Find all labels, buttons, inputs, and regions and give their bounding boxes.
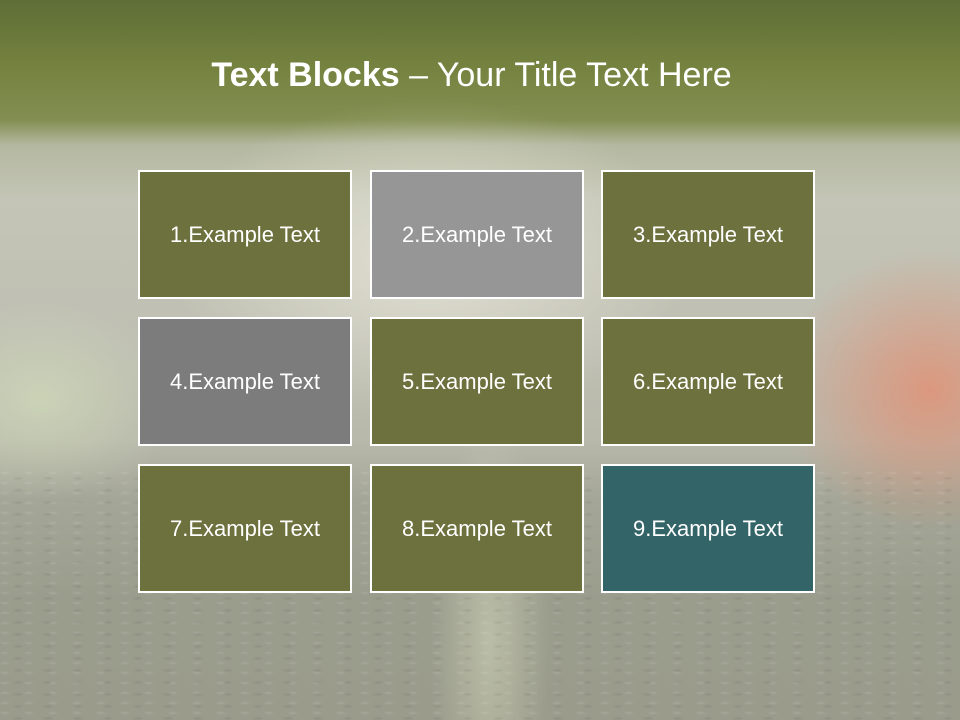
title-bold-part: Text Blocks: [211, 56, 400, 94]
text-block-6-label: 6.Example Text: [632, 368, 783, 394]
text-block-4-label: 4.Example Text: [169, 368, 320, 394]
text-block-5[interactable]: 5.Example Text: [370, 317, 584, 446]
text-block-3[interactable]: 3.Example Text: [601, 170, 815, 299]
text-block-8-label: 8.Example Text: [401, 515, 552, 541]
text-block-6[interactable]: 6.Example Text: [601, 317, 815, 446]
title-regular-part: Your Title Text Here: [436, 56, 732, 94]
text-block-1[interactable]: 1.Example Text: [138, 170, 352, 299]
text-block-2-label: 2.Example Text: [401, 221, 552, 247]
text-block-9[interactable]: 9.Example Text: [601, 464, 815, 593]
text-block-8[interactable]: 8.Example Text: [370, 464, 584, 593]
text-block-1-label: 1.Example Text: [169, 221, 320, 247]
title-separator: –: [399, 56, 437, 94]
text-block-9-label: 9.Example Text: [632, 515, 783, 541]
text-block-7[interactable]: 7.Example Text: [138, 464, 352, 593]
slide-title: Text Blocks – Your Title Text Here: [0, 52, 943, 98]
text-block-2[interactable]: 2.Example Text: [370, 170, 584, 299]
text-block-7-label: 7.Example Text: [169, 515, 320, 541]
text-block-4[interactable]: 4.Example Text: [138, 317, 352, 446]
text-block-5-label: 5.Example Text: [401, 368, 552, 394]
text-block-grid: 1.Example Text 2.Example Text 3.Example …: [138, 170, 816, 594]
text-block-3-label: 3.Example Text: [632, 221, 783, 247]
